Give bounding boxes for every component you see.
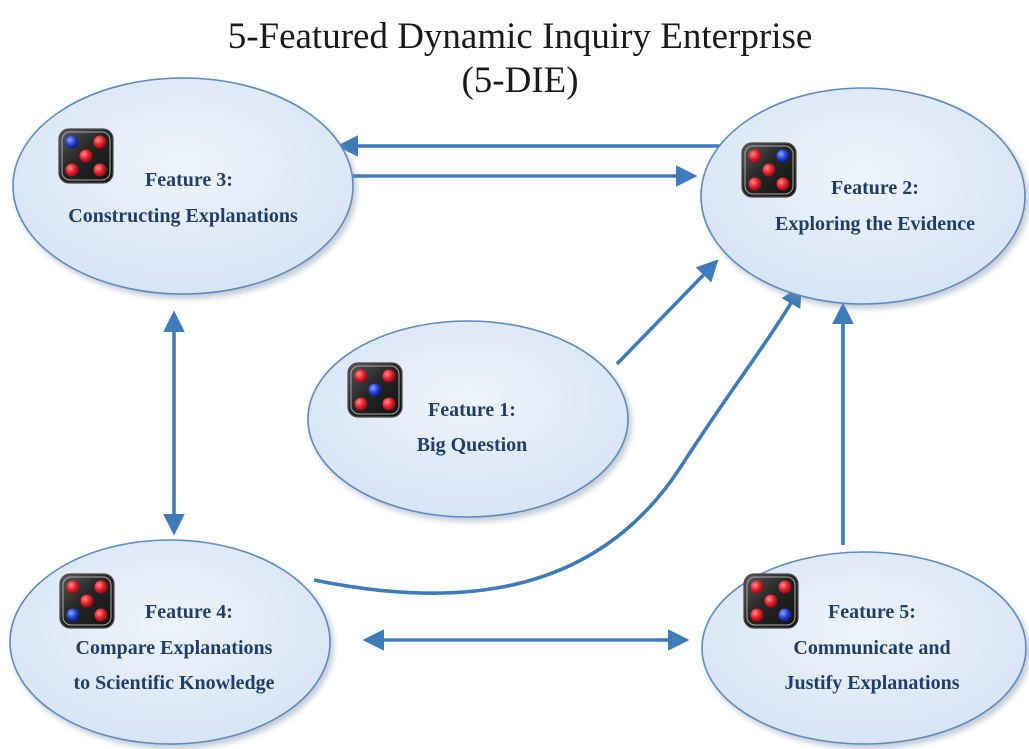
feature-1-subtitle: Big Question	[417, 434, 528, 456]
feature-4-title: Feature 4:	[145, 601, 233, 623]
feature-1-node: Feature 1: Big Question	[307, 320, 629, 518]
connection-arrows	[163, 135, 854, 651]
feature-2-title: Feature 2:	[831, 177, 919, 199]
feature-4-subtitle-line-2: to Scientific Knowledge	[73, 672, 274, 694]
feature-2-node: Feature 2: Exploring the Evidence	[700, 87, 1026, 305]
feature-2-subtitle: Exploring the Evidence	[775, 213, 975, 235]
feature-4-subtitle-line-1: Compare Explanations	[76, 637, 273, 659]
feature-5-title: Feature 5:	[828, 601, 916, 623]
feature-1-title: Feature 1:	[428, 399, 516, 421]
die-icon	[347, 362, 403, 418]
diagram-title-line-1: 5-Featured Dynamic Inquiry Enterprise	[228, 16, 813, 57]
feature-4-node: Feature 4: Compare Explanations to Scien…	[9, 539, 331, 745]
feature-3-title: Feature 3:	[145, 169, 233, 191]
feature-5-subtitle-line-2: Justify Explanations	[784, 672, 959, 694]
feature-5-subtitle-line-1: Communicate and	[793, 637, 950, 659]
die-icon	[741, 142, 797, 198]
feature-3-node: Feature 3: Constructing Explanations	[12, 77, 354, 295]
die-icon	[59, 573, 115, 629]
feature-2-ellipse	[700, 87, 1026, 305]
arrow-feature4-to-feature2	[313, 284, 802, 595]
die-icon	[743, 573, 799, 629]
diagram-title-line-2: (5-DIE)	[461, 60, 578, 101]
die-icon	[58, 128, 114, 184]
feature-5-node: Feature 5: Communicate and Justify Expla…	[701, 551, 1027, 745]
feature-3-subtitle: Constructing Explanations	[68, 205, 298, 227]
arrow-feature1-to-feature2	[615, 259, 719, 366]
